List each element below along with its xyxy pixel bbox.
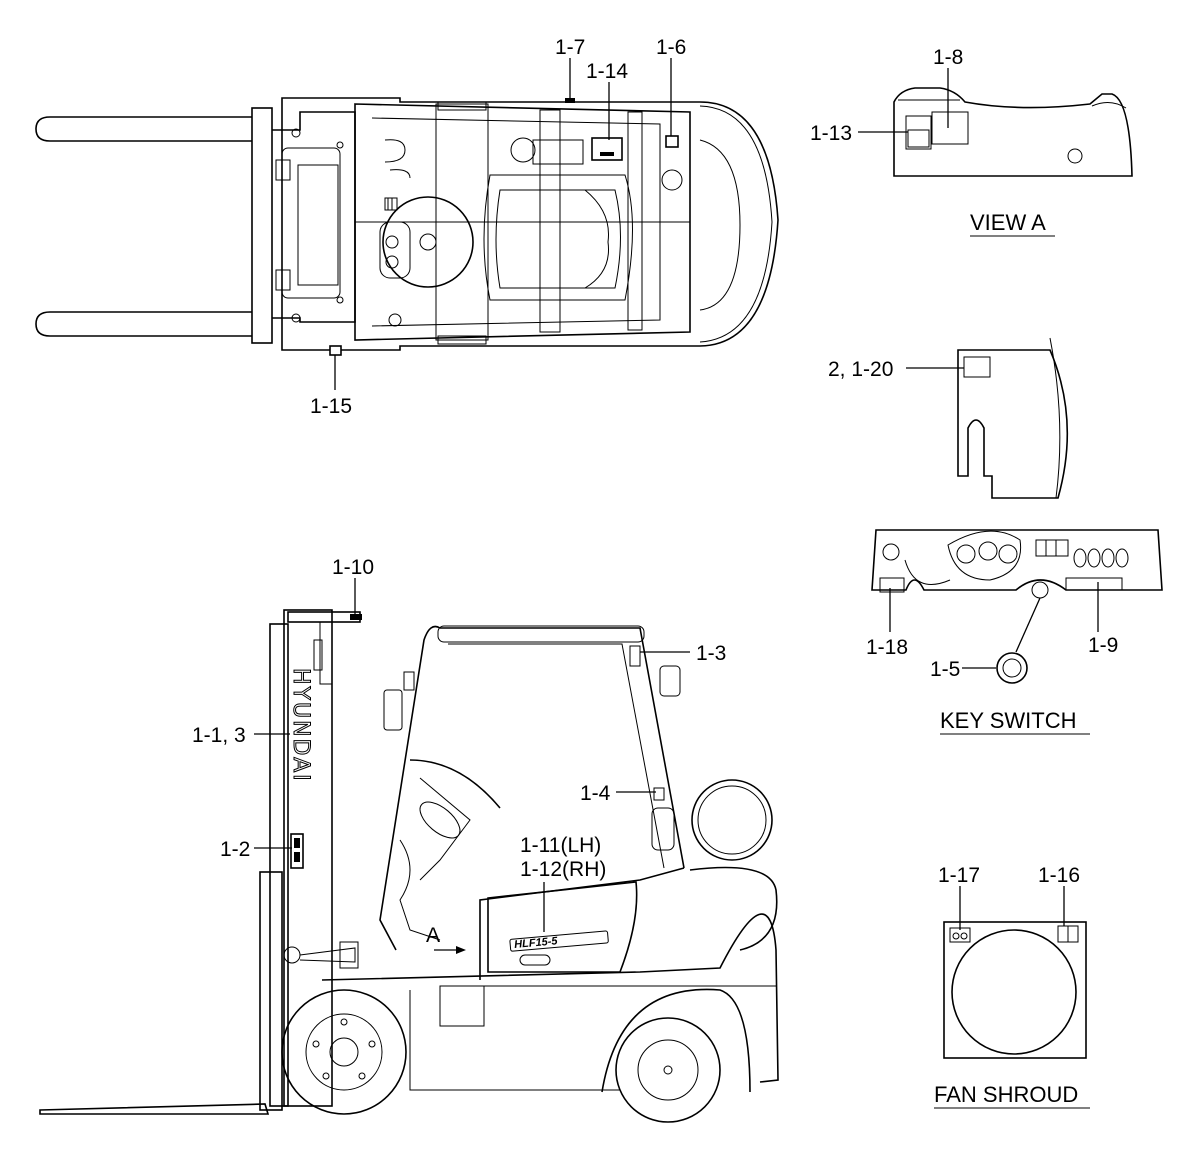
mast-brand-text: HYUNDAI	[288, 668, 313, 783]
decal-1-9-marker	[1065, 577, 1123, 591]
label-1-6: 1-6	[656, 36, 686, 59]
fan-shroud-view: 1-17 1-16 FAN SHROUD	[934, 864, 1090, 1109]
label-1-2: 1-2	[220, 838, 250, 861]
view-a-panel: 1-8 1-13 VIEW A	[810, 46, 1133, 237]
label-1-18: 1-18	[866, 636, 908, 659]
decal-1-7-marker	[565, 98, 575, 103]
decal-1-5-marker	[996, 652, 1028, 684]
label-1-15: 1-15	[310, 395, 352, 418]
decal-1-15-marker	[329, 345, 342, 356]
label-1-3: 1-3	[696, 642, 726, 665]
label-1-17: 1-17	[938, 864, 980, 887]
decal-1-13-marker	[905, 115, 932, 150]
decal-1-10-marker	[350, 614, 362, 620]
label-1-9: 1-9	[1088, 634, 1118, 657]
label-1-4: 1-4	[580, 782, 611, 805]
key-switch-title: KEY SWITCH	[940, 708, 1077, 733]
decal-1-4-marker	[653, 787, 665, 801]
label-1-14: 1-14	[586, 60, 628, 83]
side-view-forklift: HYUNDAI	[39, 609, 779, 1123]
decal-1-8-marker	[931, 111, 969, 145]
view-a-title: VIEW A	[970, 210, 1046, 235]
decal-1-18-marker	[879, 577, 905, 593]
fan-shroud-title: FAN SHROUD	[934, 1082, 1078, 1107]
label-1-16: 1-16	[1038, 864, 1080, 887]
decal-1-6-marker	[665, 135, 679, 148]
decal-1-3-marker	[629, 645, 641, 667]
label-1-5: 1-5	[930, 658, 960, 681]
decal-1-14-marker	[591, 137, 623, 161]
label-1-11: 1-11(LH)	[520, 834, 601, 857]
side-panel-view: 2, 1-20	[828, 337, 1069, 499]
label-1-10: 1-10	[332, 556, 374, 579]
label-1-13: 1-13	[810, 122, 852, 145]
label-1-8: 1-8	[933, 46, 963, 69]
decal-1-20-marker	[963, 356, 991, 378]
label-1-1-3: 1-1, 3	[192, 724, 246, 747]
top-view-forklift	[35, 97, 779, 356]
label-1-12: 1-12(RH)	[520, 858, 606, 881]
label-a: A	[426, 924, 440, 947]
key-switch-panel: 1-9 1-18 1-5 KEY SWITCH	[866, 529, 1163, 735]
label-1-7: 1-7	[555, 36, 585, 59]
label-2-1-20: 2, 1-20	[828, 358, 893, 381]
model-badge-text: HLF15-5	[514, 935, 559, 951]
